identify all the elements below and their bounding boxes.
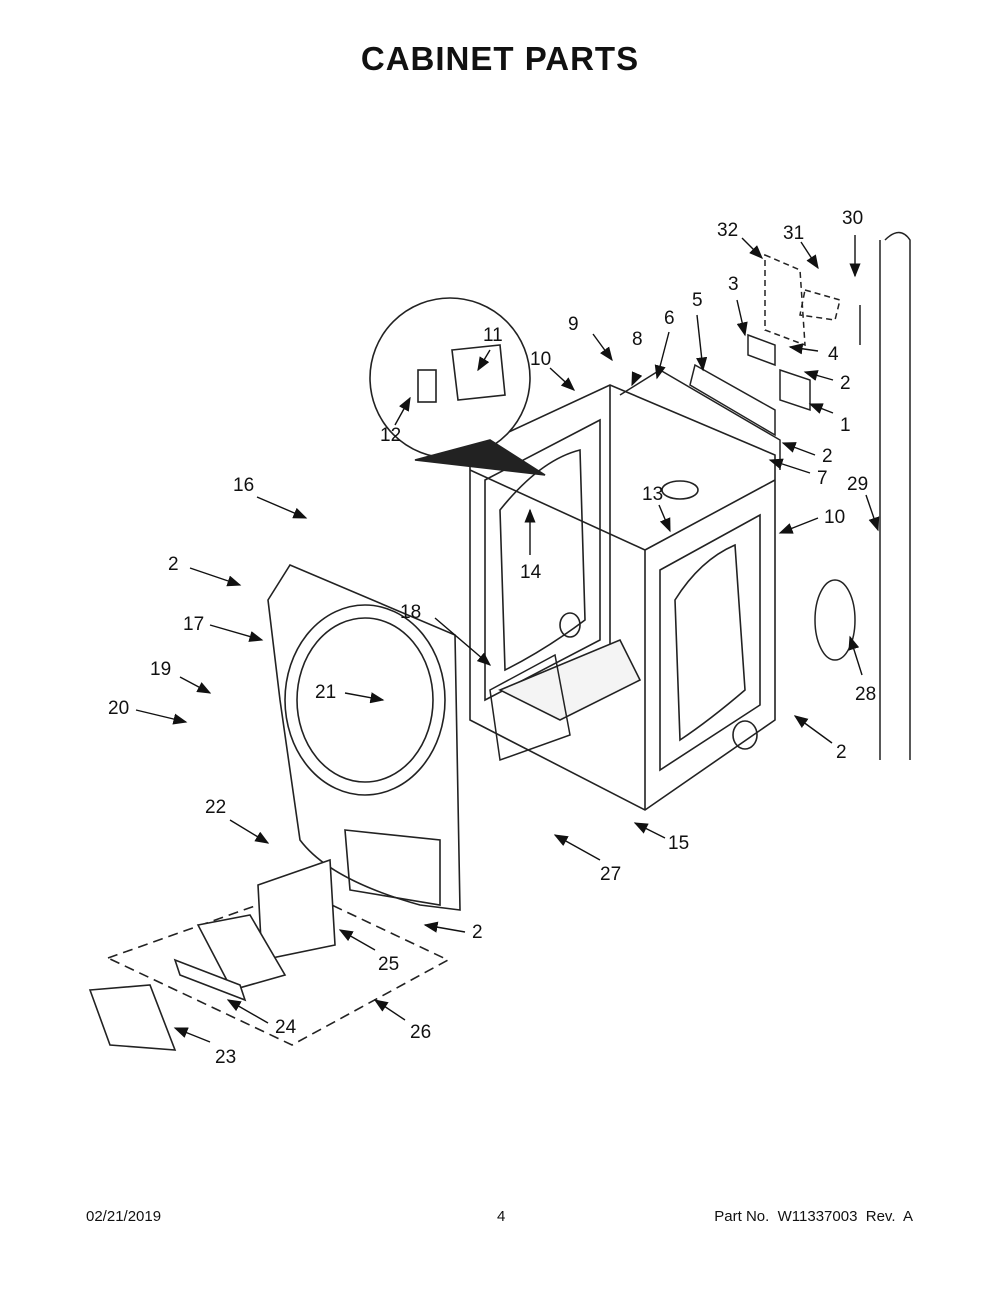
callout-31: 31 (783, 223, 804, 244)
callout-2: 2 (840, 373, 851, 394)
callout-3: 3 (728, 274, 739, 295)
callout-leaders (135, 235, 880, 1043)
callout-2: 2 (822, 446, 833, 467)
callout-11: 11 (483, 325, 503, 346)
callout-18: 18 (400, 602, 421, 623)
callout-21: 21 (315, 682, 336, 703)
callout-1: 1 (840, 415, 851, 436)
page-title: CABINET PARTS (360, 40, 640, 77)
callout-labels: 32 31 30 3 5 4 2 1 2 7 9 8 6 10 11 12 13… (108, 208, 876, 1068)
callout-22: 22 (205, 797, 226, 818)
callout-25: 25 (378, 954, 399, 975)
callout-7: 7 (817, 468, 828, 489)
callout-10: 10 (824, 507, 845, 528)
callout-17: 17 (183, 614, 204, 635)
callout-9: 9 (568, 314, 579, 335)
callout-13: 13 (642, 484, 663, 505)
footer-part-number: Part No. W11337003 Rev. A (714, 1208, 913, 1225)
callout-32: 32 (717, 220, 738, 241)
callout-2: 2 (472, 922, 483, 943)
callout-12: 12 (380, 425, 401, 446)
callout-16: 16 (233, 475, 254, 496)
callout-19: 19 (150, 659, 171, 680)
control-components (489, 231, 911, 762)
footer-page-number: 4 (497, 1208, 506, 1225)
drawer-assembly (88, 858, 450, 1051)
callout-4: 4 (828, 344, 839, 365)
callout-29: 29 (847, 474, 868, 495)
callout-23: 23 (215, 1047, 236, 1068)
callout-24: 24 (275, 1017, 297, 1038)
callout-5: 5 (692, 290, 703, 311)
callout-8: 8 (632, 329, 643, 350)
front-panel (267, 563, 461, 911)
callout-14: 14 (520, 562, 542, 583)
callout-2: 2 (836, 742, 847, 763)
callout-20: 20 (108, 698, 129, 719)
callout-6: 6 (664, 308, 675, 329)
callout-2: 2 (168, 554, 179, 575)
inset-detail (369, 297, 546, 476)
callout-26: 26 (410, 1022, 431, 1043)
cabinet-body (469, 384, 776, 811)
callout-15: 15 (668, 833, 689, 854)
callout-27: 27 (600, 864, 621, 885)
footer-date: 02/21/2019 (86, 1208, 162, 1225)
callout-28: 28 (855, 684, 876, 705)
callout-30: 30 (842, 208, 863, 229)
callout-10: 10 (530, 349, 551, 370)
